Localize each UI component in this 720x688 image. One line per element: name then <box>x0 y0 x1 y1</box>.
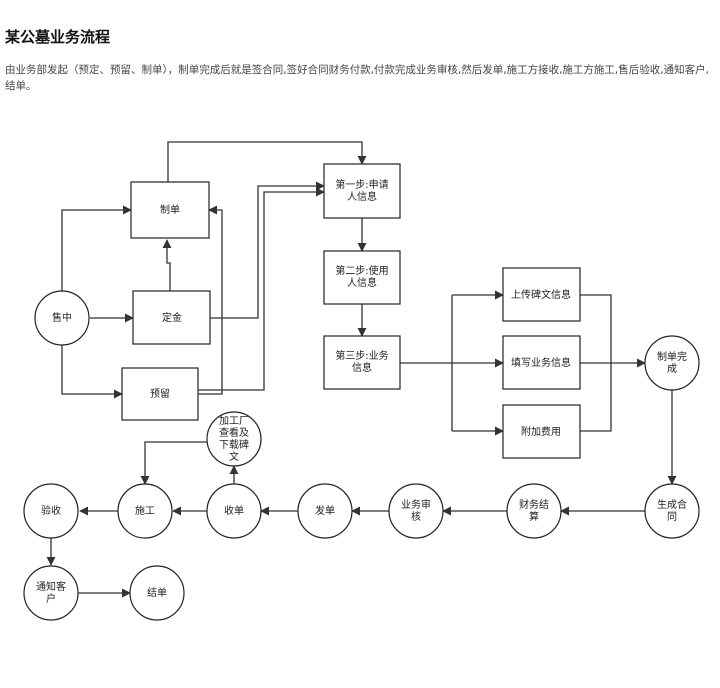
label-step3: 第三步:业务信息 <box>335 349 388 374</box>
node-jiedan <box>129 565 185 621</box>
label-zhidan-done-line: 制单完 <box>657 350 687 363</box>
label-fadan-line: 发单 <box>315 504 335 517</box>
label-fill-line: 填写业务信息 <box>511 356 571 369</box>
label-fill: 填写业务信息 <box>511 356 571 369</box>
edge-yuliu-step1 <box>198 187 325 391</box>
label-finance-line: 算 <box>529 510 539 523</box>
label-zhidan-done: 制单完成 <box>657 350 687 375</box>
label-contract-line: 同 <box>667 511 677 523</box>
edge-shouzhong-zhidan <box>61 205 132 292</box>
label-zhidan-line: 制单 <box>160 203 180 216</box>
label-zhidan-done-line: 成 <box>667 363 677 375</box>
node-upload <box>502 267 581 322</box>
label-factory: 加工厂查看及下载碑文 <box>219 415 249 463</box>
edge-shouzhong-yuliu <box>61 345 123 399</box>
node-zhidan <box>130 181 210 239</box>
label-shoudan: 收单 <box>224 504 244 517</box>
edge-dingjin-step1 <box>210 181 325 319</box>
label-dingjin-line: 定金 <box>162 311 182 324</box>
node-zhidan-done <box>644 335 700 391</box>
label-factory-line: 加工厂 <box>219 415 249 427</box>
label-upload: 上传碑文信息 <box>511 288 571 301</box>
node-finance <box>506 483 562 539</box>
label-finance: 财务结算 <box>519 498 549 523</box>
label-shouzhong: 售中 <box>52 311 72 324</box>
node-step3 <box>323 335 401 390</box>
node-yanshou <box>23 483 79 539</box>
edge-yuliu-zhidan <box>198 205 223 395</box>
edge-zhidan-step1 <box>167 141 367 182</box>
label-yuliu: 预留 <box>150 387 170 400</box>
label-step2-line: 人信息 <box>347 276 377 289</box>
node-step1 <box>323 163 401 219</box>
node-fadan <box>297 483 353 539</box>
edge-dingjin-zhidan <box>162 239 172 291</box>
label-yanshou-line: 验收 <box>41 504 61 517</box>
label-contract-line: 生成合 <box>657 498 687 511</box>
label-shoudan-line: 收单 <box>224 504 244 517</box>
label-upload-line: 上传碑文信息 <box>511 288 571 301</box>
page-title: 某公墓业务流程 <box>5 28 111 46</box>
label-fee: 附加费用 <box>521 425 561 438</box>
node-factory <box>206 411 262 467</box>
label-factory-line: 下载碑 <box>219 438 249 451</box>
edge-factory-shigong <box>140 441 207 485</box>
label-fee-line: 附加费用 <box>521 425 561 438</box>
label-step2: 第二步:使用人信息 <box>335 264 388 289</box>
node-fee <box>502 404 581 459</box>
node-contract <box>644 483 700 539</box>
node-dingjin <box>132 290 211 345</box>
label-step1: 第一步:申请人信息 <box>335 178 388 203</box>
label-yuliu-line: 预留 <box>150 387 170 400</box>
label-jiedan: 结单 <box>147 586 167 599</box>
edges <box>46 141 677 598</box>
label-jiedan-line: 结单 <box>147 586 167 599</box>
node-shigong <box>117 483 173 539</box>
label-shouzhong-line: 售中 <box>52 311 72 324</box>
label-review: 业务审核 <box>401 498 431 523</box>
label-step2-line: 第二步:使用 <box>335 264 388 277</box>
label-factory-line: 文 <box>229 450 239 463</box>
label-fadan: 发单 <box>315 504 335 517</box>
label-notify-line: 户 <box>46 592 56 605</box>
label-zhidan: 制单 <box>160 203 180 216</box>
label-dingjin: 定金 <box>162 311 182 324</box>
label-review-line: 核 <box>411 510 421 523</box>
page-description: 由业务部发起（预定、预留、制单），制单完成后就是签合同,签好合同财务付款,付款完… <box>5 64 709 92</box>
label-factory-line: 查看及 <box>219 426 249 439</box>
node-review <box>388 483 444 539</box>
label-contract: 生成合同 <box>657 498 687 523</box>
node-fill <box>502 335 581 390</box>
node-yuliu <box>121 367 199 421</box>
label-notify-line: 通知客 <box>36 580 66 593</box>
label-shigong: 施工 <box>135 504 155 517</box>
label-step3-line: 第三步:业务 <box>335 349 388 362</box>
node-shouzhong <box>34 290 90 346</box>
nodes: 制单 售中 定金 预留 第一步:申请人信息 第二步:使用人信息 第三步:业务信息… <box>23 163 700 621</box>
node-step2 <box>323 250 401 305</box>
node-shoudan <box>206 483 262 539</box>
node-notify <box>23 565 79 621</box>
label-step3-line: 信息 <box>352 361 372 374</box>
label-step1-line: 第一步:申请 <box>335 178 388 191</box>
label-step1-line: 人信息 <box>347 190 377 203</box>
label-yanshou: 验收 <box>41 504 61 517</box>
label-notify: 通知客户 <box>36 580 66 605</box>
label-shigong-line: 施工 <box>135 504 155 517</box>
label-review-line: 业务审 <box>401 498 431 511</box>
label-finance-line: 财务结 <box>519 498 549 511</box>
